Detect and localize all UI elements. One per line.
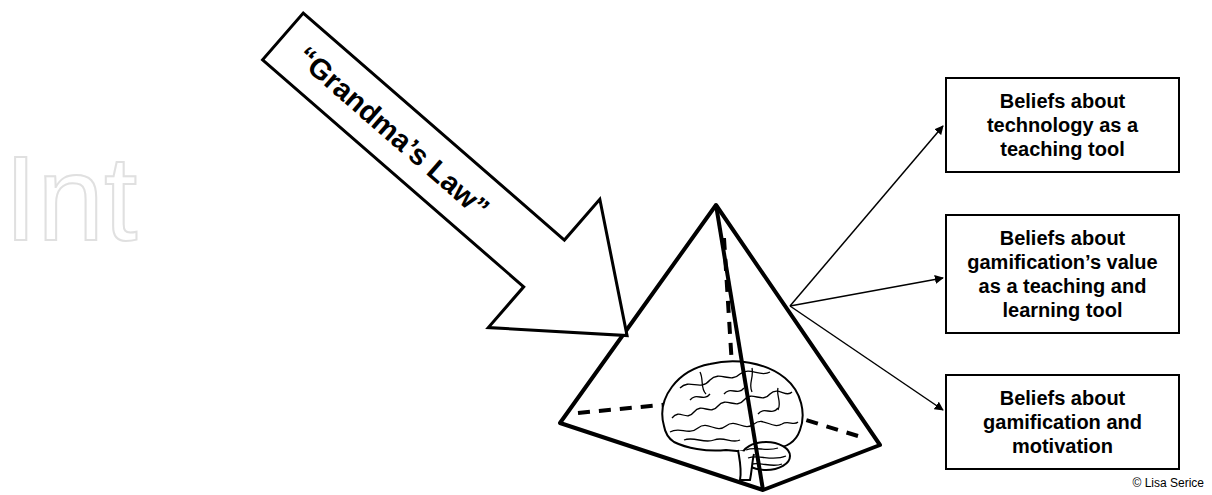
copyright-note: © Lisa Serice <box>1132 476 1204 490</box>
box-text: Beliefs about technology as a teaching t… <box>959 89 1166 161</box>
output-arrows <box>790 126 943 410</box>
belief-box: Beliefs about gamification’s value as a … <box>945 214 1180 334</box>
arrow-shape: “Grandma’s Law” <box>227 0 683 400</box>
arrow-polygon <box>227 0 683 400</box>
arrow-label: “Grandma’s Law” <box>290 39 496 225</box>
box-text: Beliefs about gamification’s value as a … <box>959 226 1166 322</box>
belief-box: Beliefs about technology as a teaching t… <box>945 77 1180 173</box>
belief-box: Beliefs about gamification and motivatio… <box>945 374 1180 470</box>
watermark: Int <box>4 138 137 258</box>
box-text: Beliefs about gamification and motivatio… <box>959 386 1166 458</box>
